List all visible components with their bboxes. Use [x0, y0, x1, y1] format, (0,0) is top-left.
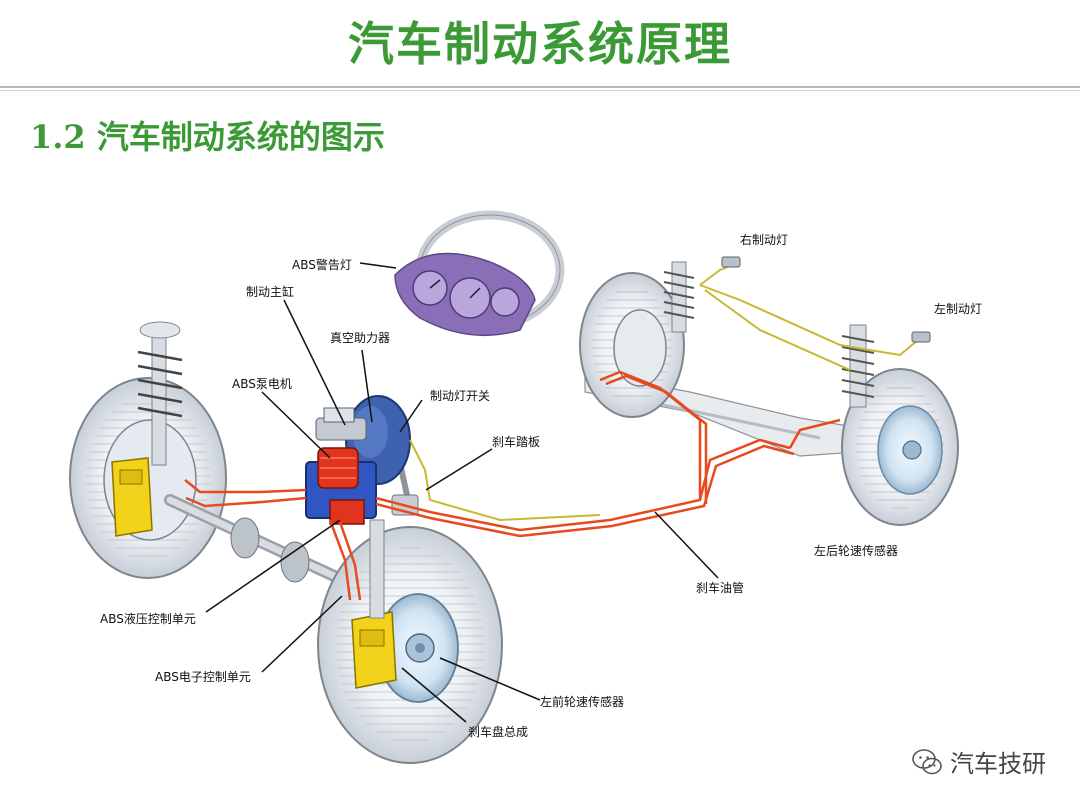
vacuum-booster-label: 真空助力器: [330, 331, 390, 345]
abs-warning-light-label: ABS警告灯: [292, 257, 352, 272]
brake-line-label: 刹车油管: [696, 580, 744, 595]
wiring-harness: [409, 261, 919, 522]
right-brake-light-connector: [721, 256, 741, 268]
instrument-cluster: [394, 252, 536, 337]
front-drive-shaft: [164, 494, 366, 594]
abs-hydraulic-unit: [305, 447, 377, 525]
watermark-text: 汽车技研: [950, 750, 1046, 778]
slide-title: 汽车制动系统原理: [348, 17, 732, 71]
rear-left-spring: [841, 324, 875, 408]
abs-hydraulic-unit-label: ABS液压控制单元: [100, 611, 196, 626]
master-cylinder-label: 制动主缸: [246, 284, 294, 299]
brake-light-switch-label: 制动灯开关: [430, 389, 490, 403]
title-divider: [0, 86, 1080, 88]
abs-electronic-unit-label: ABS电子控制单元: [155, 670, 251, 684]
front-left-caliper: [351, 611, 397, 689]
brake-pedal-label: 刹车踏板: [492, 434, 540, 449]
front-left-strut: [369, 519, 385, 619]
right-brake-light-label: 右制动灯: [740, 232, 788, 247]
rear-left-speed-sensor-label: 左后轮速传感器: [814, 543, 898, 558]
brake-disc-assembly-label: 刹车盘总成: [468, 724, 528, 739]
rear-left-wheel: [841, 368, 959, 526]
front-right-caliper: [111, 457, 153, 537]
front-left-speed-sensor-label: 左前轮速传感器: [540, 694, 624, 709]
front-right-strut: [137, 321, 183, 466]
rear-right-spring: [663, 261, 695, 333]
title-divider-thin: [0, 90, 1080, 91]
wechat-icon: [912, 748, 942, 774]
watermark: 汽车技研: [910, 744, 1046, 779]
left-brake-light-connector: [911, 331, 931, 343]
abs-pump-motor-label: ABS泵电机: [232, 377, 292, 391]
left-brake-light-label: 左制动灯: [934, 301, 982, 316]
section-subtitle: 1.2 汽车制动系统的图示: [30, 118, 385, 156]
front-left-disc: [377, 593, 459, 703]
master-cylinder: [315, 407, 367, 441]
leader-lines: [205, 262, 719, 723]
